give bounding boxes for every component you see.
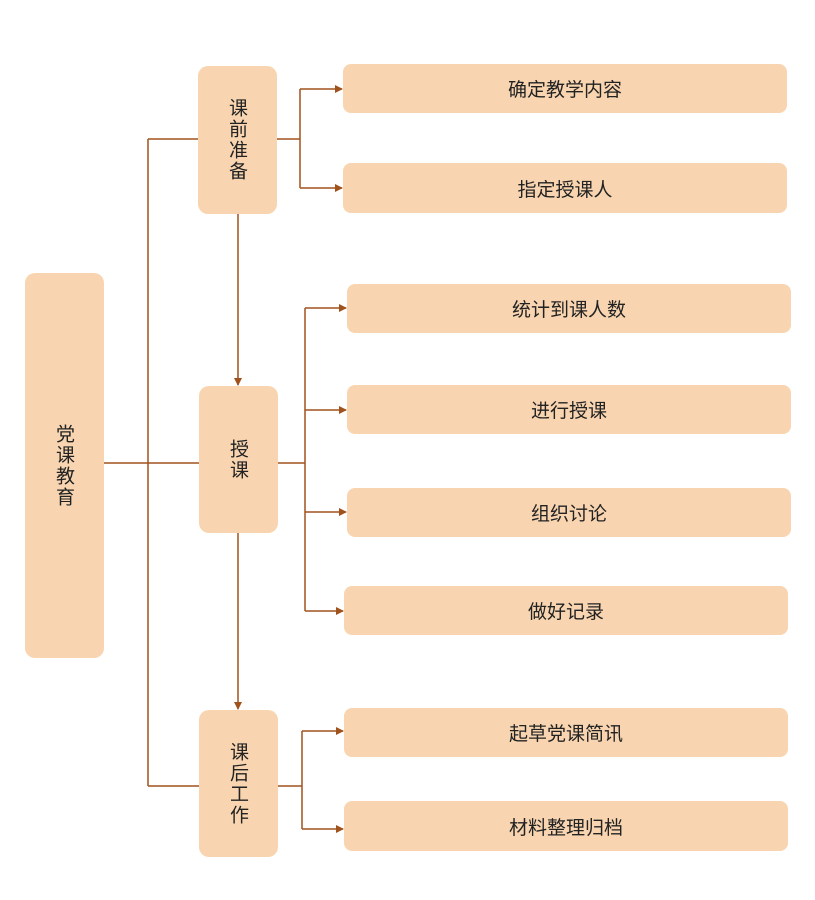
task-node: 进行授课 <box>347 385 791 434</box>
task-node: 指定授课人 <box>343 163 787 213</box>
stage-prep: 课前准备 <box>198 66 277 214</box>
task-node: 确定教学内容 <box>343 64 787 113</box>
task-node: 做好记录 <box>344 586 788 635</box>
task-node: 组织讨论 <box>347 488 791 537</box>
stage3-branch <box>278 731 303 829</box>
stage1-branch <box>277 89 301 188</box>
stage-after: 课后工作 <box>199 710 278 857</box>
root-connector <box>104 138 199 787</box>
stage2-branch <box>278 308 306 611</box>
stage-teaching: 授课 <box>199 386 278 533</box>
task-node: 材料整理归档 <box>344 801 788 851</box>
task-node: 统计到课人数 <box>347 284 791 333</box>
task-node: 起草党课简讯 <box>344 708 788 757</box>
root-node: 党课教育 <box>25 273 104 658</box>
